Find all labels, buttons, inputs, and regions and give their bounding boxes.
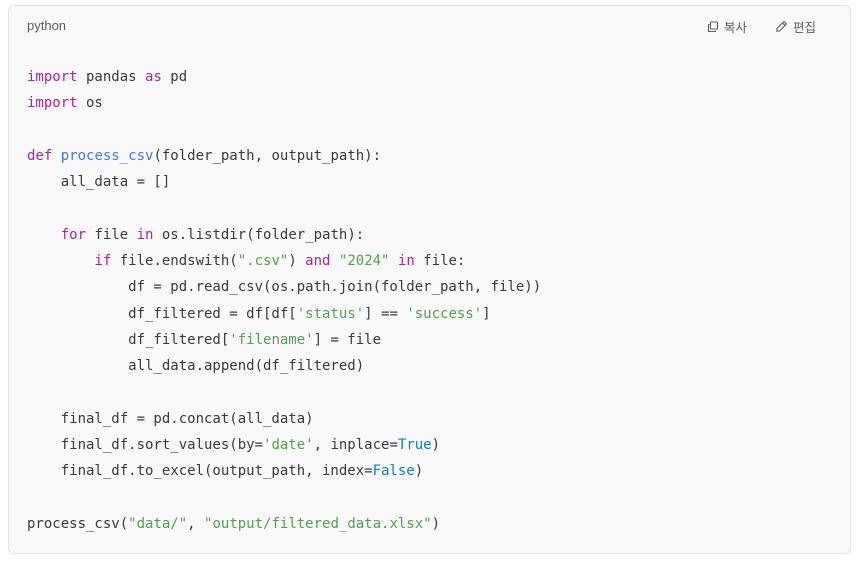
- code-token: in: [397, 253, 415, 270]
- code-line: def process_csv(folder_path, output_path…: [27, 143, 541, 169]
- code-token: file:: [414, 253, 466, 270]
- code-line: final_df.to_excel(output_path, index=Fal…: [27, 458, 541, 484]
- code-token: "data/": [128, 516, 188, 533]
- pencil-icon: [775, 20, 788, 33]
- code-block: python 복사 편집: [8, 5, 851, 554]
- language-label: python: [27, 18, 67, 33]
- code-block-header: python 복사 편집: [9, 6, 850, 46]
- code-token: file.endswith(: [111, 253, 238, 270]
- code-token: ): [414, 463, 424, 480]
- code-line: import pandas as pd: [27, 64, 541, 90]
- code-line: df_filtered['filename'] = file: [27, 327, 541, 353]
- code-line: import os: [27, 90, 541, 116]
- code-token: [330, 253, 338, 269]
- code-line: [27, 485, 541, 511]
- code-token: all_data.append(df_filtered): [27, 358, 365, 375]
- code-token: final_df = pd.concat(all_data): [27, 410, 314, 427]
- code-token: ): [288, 253, 306, 270]
- code-actions: 복사 편집: [707, 17, 816, 36]
- code-token: 'success': [406, 305, 483, 322]
- code-token: 'filename': [229, 331, 314, 348]
- code-token: all_data = []: [27, 174, 171, 191]
- code-line: [27, 117, 541, 143]
- code-line: all_data.append(df_filtered): [27, 353, 541, 379]
- code-token: ] = file: [313, 331, 382, 348]
- code-line: all_data = []: [27, 169, 541, 195]
- code-token: [27, 253, 94, 269]
- code-line: final_df.sort_values(by='date', inplace=…: [27, 432, 541, 458]
- code-token: import: [27, 95, 78, 112]
- code-token: process_csv(: [27, 516, 129, 533]
- code-token: df_filtered[: [27, 331, 230, 348]
- code-token: df_filtered = df[df[: [27, 305, 297, 322]
- code-token: ] ==: [364, 305, 407, 322]
- code-token: 'status': [296, 305, 365, 322]
- code-token: os.listdir(folder_path):: [153, 226, 365, 243]
- code-token: for: [60, 226, 87, 243]
- code-token: [52, 148, 60, 164]
- code-line: [27, 380, 541, 406]
- copy-label: 복사: [723, 20, 747, 35]
- code-token: 'date': [263, 437, 314, 454]
- copy-icon: [707, 20, 719, 33]
- code-token: ): [431, 437, 441, 454]
- code-token: False: [372, 463, 415, 480]
- code-line: final_df = pd.concat(all_data): [27, 406, 541, 432]
- code-line: process_csv("data/", "output/filtered_da…: [27, 511, 541, 537]
- code-line: df_filtered = df[df['status'] == 'succes…: [27, 301, 541, 327]
- code-token: ,: [187, 516, 205, 533]
- code-token: "output/filtered_data.xlsx": [204, 516, 432, 533]
- code-token: , inplace=: [313, 437, 398, 454]
- code-token: pandas: [77, 69, 146, 85]
- code-token: in: [136, 226, 154, 243]
- code-token: "2024": [338, 253, 390, 270]
- code-token: import: [27, 69, 78, 85]
- code-token: and: [305, 253, 331, 270]
- copy-button[interactable]: 복사: [707, 17, 747, 36]
- code-token: if: [94, 253, 112, 270]
- code-line: for file in os.listdir(folder_path):: [27, 222, 541, 248]
- code-token: final_df.sort_values(by=: [27, 437, 264, 454]
- code-token: [27, 227, 61, 243]
- edit-button[interactable]: 편집: [775, 17, 816, 36]
- code-token: os: [77, 95, 103, 112]
- code-token: ]: [482, 305, 491, 322]
- code-token: ): [431, 516, 441, 533]
- code-token: file: [86, 226, 137, 243]
- code-token: True: [397, 437, 432, 454]
- code-line: [27, 195, 541, 221]
- code-token: as: [145, 69, 162, 85]
- code-token: ".csv": [237, 253, 289, 270]
- code-token: [389, 253, 397, 269]
- code-token: process_csv: [60, 147, 154, 164]
- code-line: if file.endswith(".csv") and "2024" in f…: [27, 248, 541, 274]
- code-line: df = pd.read_csv(os.path.join(folder_pat…: [27, 274, 541, 300]
- code-token: pd: [161, 69, 188, 85]
- code-token: def: [27, 147, 53, 164]
- code-token: (folder_path, output_path):: [153, 147, 382, 164]
- code-token: df = pd.read_csv(os.path.join(folder_pat…: [27, 279, 542, 296]
- code-token: final_df.to_excel(output_path, index=: [27, 463, 373, 480]
- edit-label: 편집: [792, 20, 816, 35]
